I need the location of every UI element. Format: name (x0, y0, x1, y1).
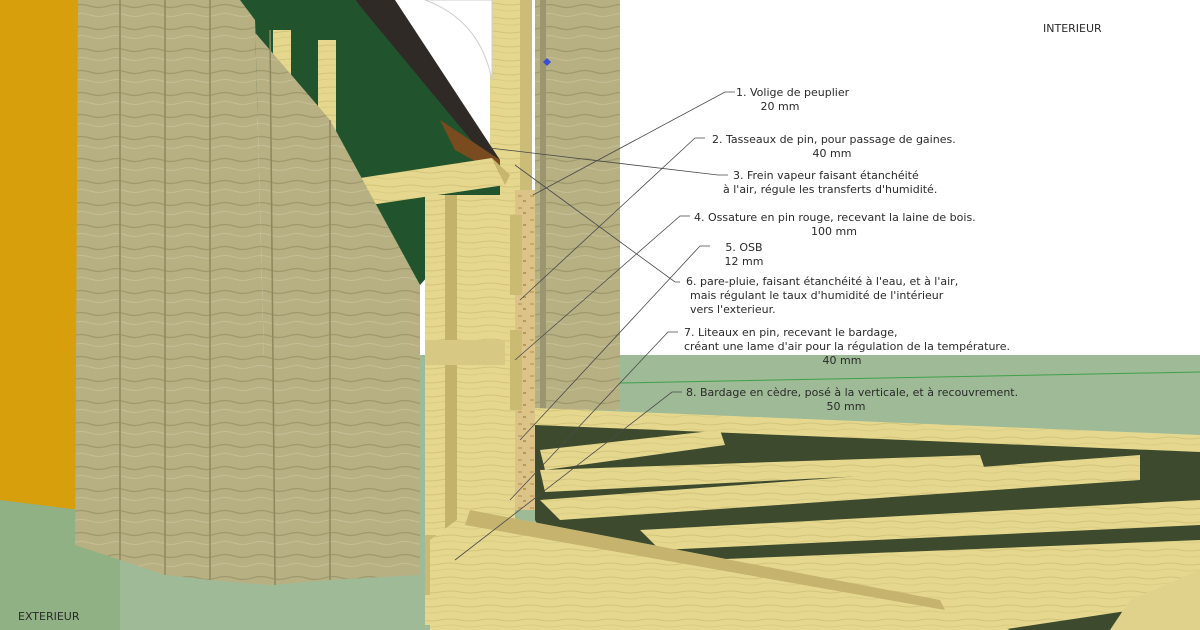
cladding-board-1 (75, 0, 120, 560)
cladding-board-3 (165, 0, 210, 580)
leader-lines (454, 91, 735, 561)
annotation-3-line-2: à l'air, régule les transferts d'humidit… (723, 183, 938, 196)
annotation-6-line-2: mais régulant le taux d'humidité de l'in… (690, 289, 944, 302)
axis-marker-icon (543, 58, 551, 66)
cladding-board-2 (120, 0, 165, 575)
annotation-1-line-2: 20 mm (760, 100, 800, 113)
interior-wall-block (535, 0, 620, 410)
cladding-board-4 (210, 0, 270, 585)
interior-label: INTERIEUR (1043, 22, 1102, 35)
annotation-7-line-3: 40 mm (822, 354, 862, 367)
annotation-3-line-1: 3. Frein vapeur faisant étanchéité (733, 169, 919, 182)
floor-joist-1 (540, 430, 725, 470)
annotation-4-line-2: 100 mm (811, 225, 857, 238)
annotation-5-line-1: 5. OSB (725, 241, 763, 254)
floor-band-1 (535, 408, 1200, 452)
annotation-3: 3. Frein vapeur faisant étanchéité à l'a… (723, 169, 937, 197)
batten-2 (510, 330, 522, 410)
annotation-8-line-1: 8. Bardage en cèdre, posé à la verticale… (686, 386, 1019, 399)
annotation-8: 8. Bardage en cèdre, posé à la verticale… (686, 386, 1019, 414)
yellow-wall (0, 0, 80, 510)
floor-right-edge (1110, 570, 1200, 630)
annotation-6-line-1: 6. pare-pluie, faisant étanchéité à l'ea… (686, 275, 959, 288)
sill-piece (425, 340, 505, 365)
cladding-board-5 (240, 15, 330, 585)
annotation-2-line-2: 40 mm (812, 147, 852, 160)
annotation-1-line-1: 1. Volige de peuplier (736, 86, 850, 99)
batten-1 (510, 215, 522, 295)
annotation-5: 5. OSB 12 mm (712, 241, 776, 269)
frame-post-shade (445, 195, 457, 625)
annotation-7-line-2: créant une lame d'air pour la régulation… (684, 340, 1010, 353)
horizon-line (619, 371, 1200, 384)
annotation-6-line-3: vers l'exterieur. (690, 303, 776, 316)
annotation-7-line-1: 7. Liteaux en pin, recevant le bardage, (684, 326, 898, 339)
floor-joist-2 (540, 455, 985, 492)
annotation-7: 7. Liteaux en pin, recevant le bardage, … (684, 326, 1010, 368)
exterior-label: EXTERIEUR (18, 610, 80, 623)
interior-wall-edge (540, 0, 546, 410)
cladding-board-6 (330, 120, 420, 580)
vertical-stud-shadow (520, 0, 532, 195)
annotation-5-line-2: 12 mm (724, 255, 764, 268)
annotation-1: 1. Volige de peuplier 20 mm (736, 86, 850, 114)
sky-arch (424, 0, 493, 81)
cladding-seams (119, 0, 331, 586)
annotation-4-line-1: 4. Ossature en pin rouge, recevant la la… (694, 211, 976, 224)
annotation-4: 4. Ossature en pin rouge, recevant la la… (694, 211, 976, 239)
roof-dark-edge (355, 0, 500, 175)
floor-joist-4 (640, 500, 1200, 550)
top-beam (360, 158, 505, 205)
annotation-6: 6. pare-pluie, faisant étanchéité à l'ea… (686, 275, 958, 317)
annotation-8-line-2: 50 mm (826, 400, 866, 413)
floor-joist-3 (540, 455, 1140, 520)
floor-front-beam-shade (465, 510, 945, 610)
annotation-2: 2. Tasseaux de pin, pour passage de gain… (712, 133, 956, 161)
top-beam-end (492, 158, 510, 185)
annotation-2-line-1: 2. Tasseaux de pin, pour passage de gain… (712, 133, 956, 146)
